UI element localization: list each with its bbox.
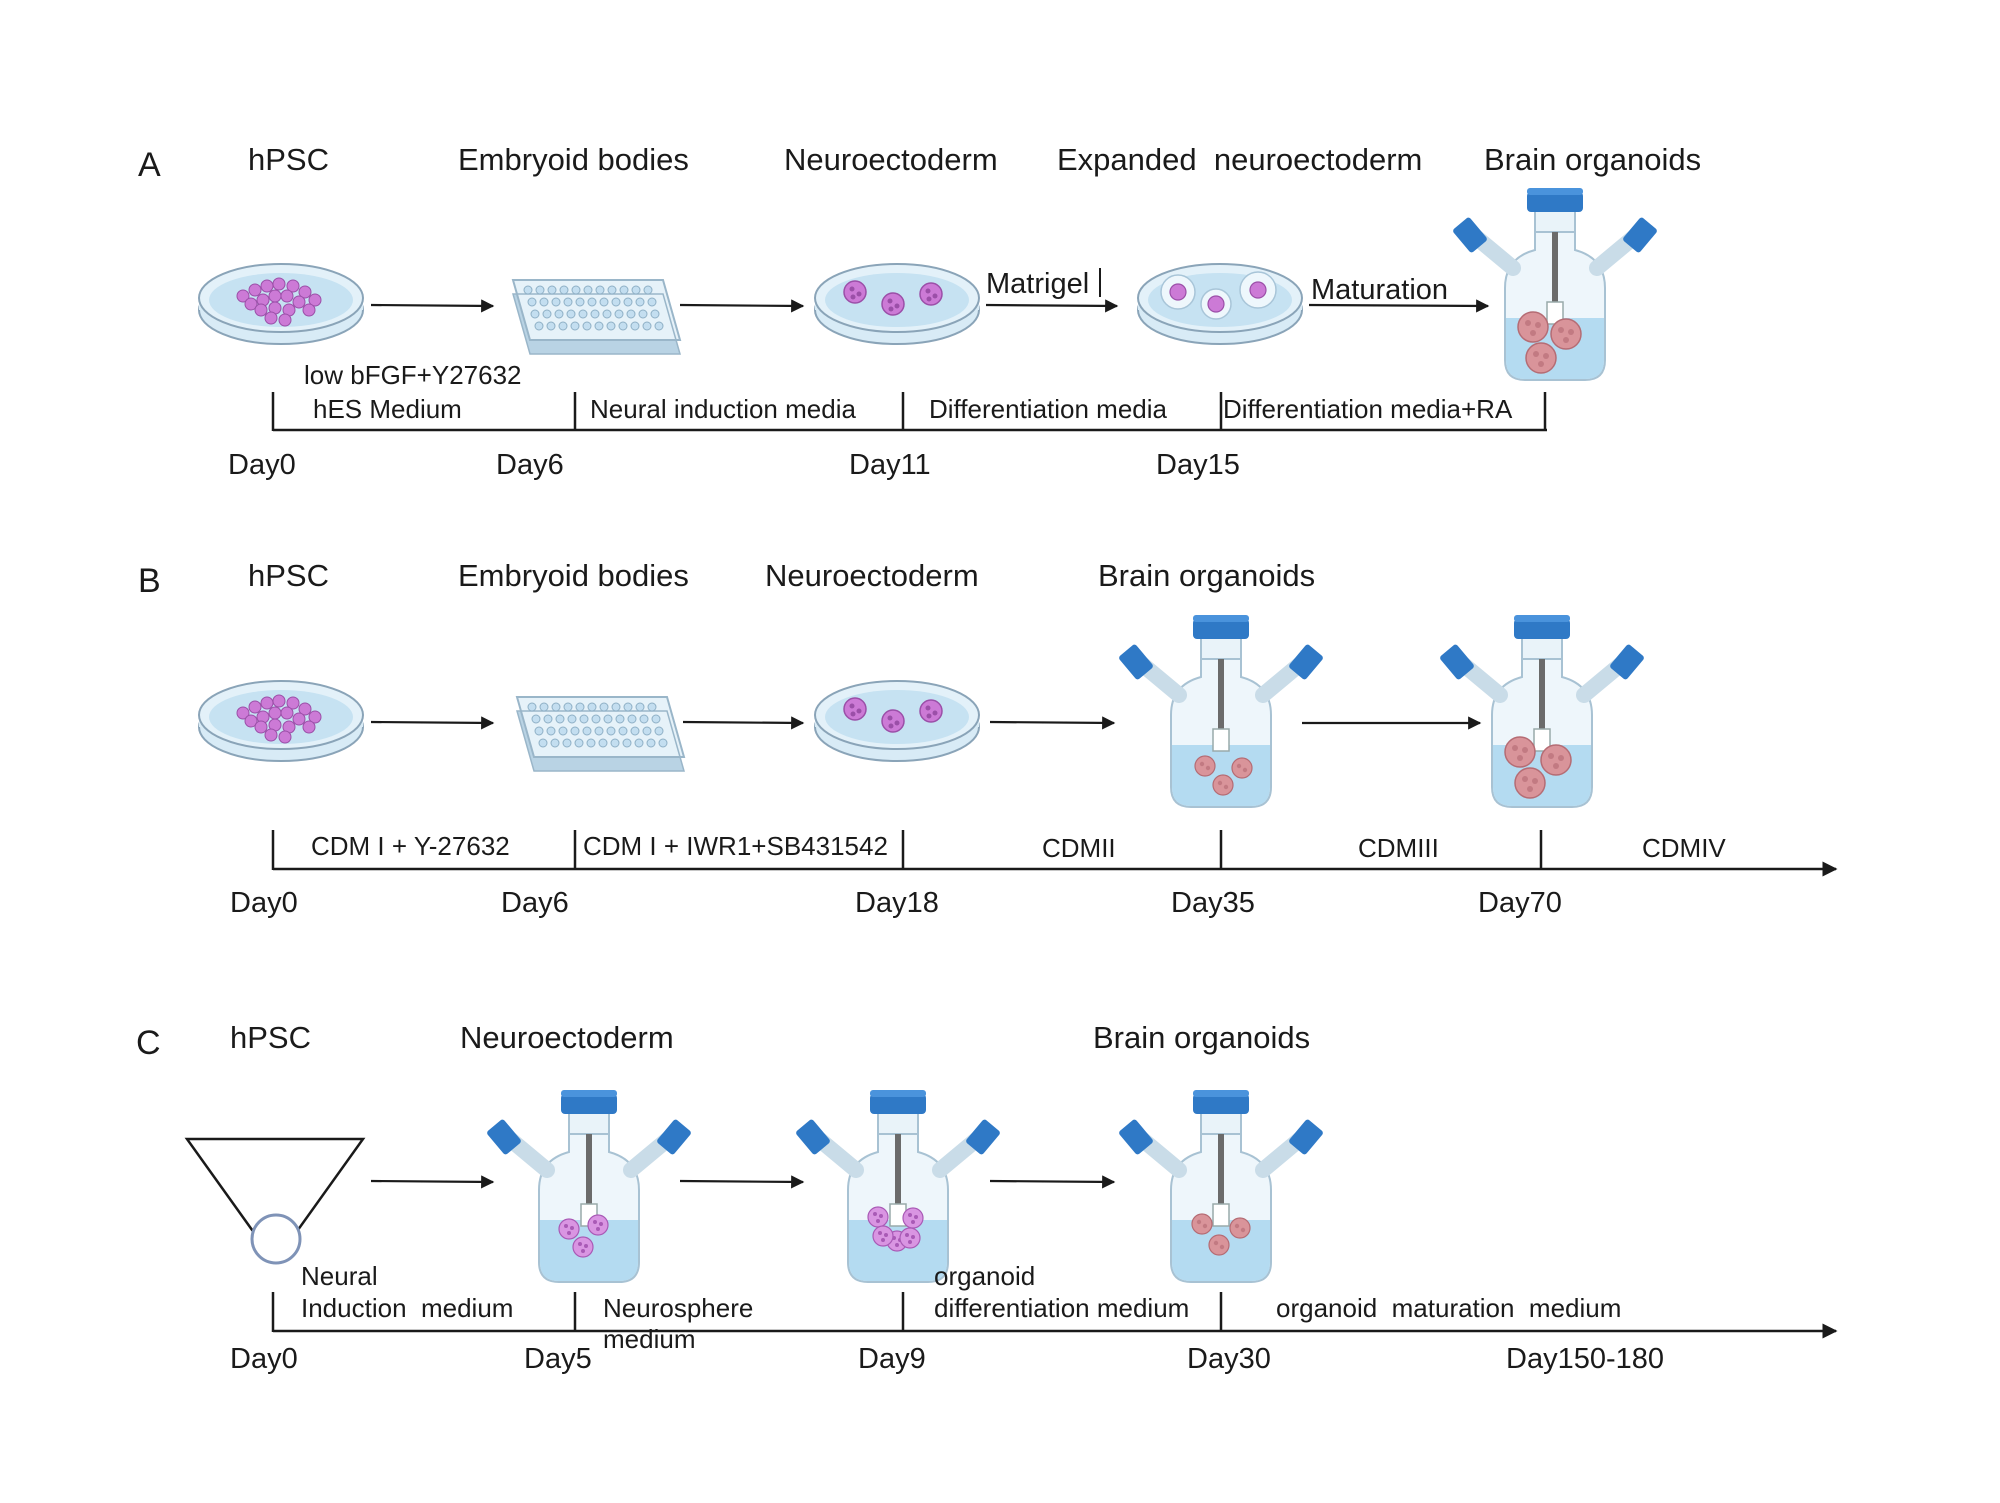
spinner-flask-icon (1118, 1090, 1324, 1282)
well-plate-icon (516, 696, 685, 772)
media-cdmiii: CDMIII (1358, 833, 1439, 863)
media-cdm-i-iwr1-sb431542: CDM I + IWR1+SB431542 (583, 831, 888, 861)
media-cdmii: CDMII (1042, 833, 1116, 863)
petri-dish-matrigel-icon (1137, 263, 1303, 345)
media-differentiation-ra: Differentiation media+RA (1223, 394, 1513, 424)
u-bottom-well-icon (184, 1137, 366, 1265)
spinner-flask-icon (795, 1090, 1001, 1282)
arrow (682, 716, 805, 730)
stage-title-hpsc: hPSC (230, 1020, 311, 1055)
stage-title-expanded-neuroectoderm: Expanded neuroectoderm (1057, 142, 1422, 177)
day-label: Day6 (496, 449, 564, 481)
media-differentiation: Differentiation media (929, 394, 1168, 424)
panel-b: B hPSC Embryoid bodies Neuroectoderm Bra… (138, 558, 1838, 919)
timeline-c (271, 1292, 1838, 1339)
media-organoid: organoid (934, 1261, 1035, 1291)
stage-title-brain-organoids: Brain organoids (1093, 1020, 1310, 1055)
day-label: Day9 (858, 1343, 926, 1375)
stage-title-neuroectoderm: Neuroectoderm (460, 1020, 674, 1055)
panel-letter-b: B (138, 562, 161, 600)
media-low-bfgf-y27632: low bFGF+Y27632 (304, 360, 522, 390)
stage-title-brain-organoids: Brain organoids (1484, 142, 1701, 177)
stage-title-neuroectoderm: Neuroectoderm (765, 558, 979, 593)
media-neural-induction: Neural induction media (590, 394, 856, 424)
panel-c: C hPSC Neuroectoderm Brain organoids (136, 1020, 1838, 1375)
petri-dish-hpsc-icon (198, 263, 364, 345)
arrow (679, 1175, 805, 1189)
media-organoid-maturation: organoid maturation medium (1276, 1293, 1621, 1323)
arrow (679, 299, 805, 313)
media-neurosphere-medium: medium (603, 1324, 695, 1354)
spinner-flask-icon (1439, 615, 1645, 807)
panel-letter-c: C (136, 1024, 161, 1062)
day-label: Day0 (230, 1343, 298, 1375)
spinner-flask-icon (1118, 615, 1324, 807)
day-label: Day15 (1156, 449, 1240, 481)
arrow-label-matrigel: Matrigel (986, 268, 1089, 300)
day-label: Day35 (1171, 887, 1255, 919)
media-cdmiv: CDMIV (1642, 833, 1726, 863)
media-neural: Neural (301, 1261, 378, 1291)
panel-a: A hPSC Embryoid bodies Neuroectoderm Exp… (138, 142, 1701, 481)
day-label: Day70 (1478, 887, 1562, 919)
day-label: Day30 (1187, 1343, 1271, 1375)
stage-title-embryoid-bodies: Embryoid bodies (458, 558, 689, 593)
spinner-flask-icon (1452, 188, 1658, 380)
well-plate-icon (512, 279, 681, 355)
day-label: Day0 (228, 449, 296, 481)
arrow-label-maturation: Maturation (1311, 274, 1448, 306)
arrow-maturation (1308, 299, 1490, 313)
petri-dish-neuroectoderm-icon (814, 680, 980, 762)
arrow (370, 1175, 495, 1189)
arrow (989, 1175, 1116, 1189)
day-label: Day18 (855, 887, 939, 919)
panel-letter-a: A (138, 146, 161, 184)
stage-title-brain-organoids: Brain organoids (1098, 558, 1315, 593)
timeline-a (271, 392, 1547, 432)
arrow-matrigel (985, 299, 1119, 313)
arrow (370, 299, 495, 313)
stage-title-hpsc: hPSC (248, 142, 329, 177)
media-neurosphere: Neurosphere (603, 1293, 753, 1323)
media-organoid-differentiation: differentiation medium (934, 1293, 1189, 1323)
petri-dish-hpsc-icon (198, 680, 364, 762)
media-hes-medium: hES Medium (313, 394, 462, 424)
media-induction-medium: Induction medium (301, 1293, 513, 1323)
stage-title-embryoid-bodies: Embryoid bodies (458, 142, 689, 177)
petri-dish-neuroectoderm-icon (814, 263, 980, 345)
day-label: Day0 (230, 887, 298, 919)
day-label: Day150-180 (1506, 1343, 1664, 1375)
arrow (989, 716, 1116, 730)
day-label: Day6 (501, 887, 569, 919)
timeline-b (271, 830, 1838, 877)
arrow (370, 716, 495, 730)
spinner-flask-icon (486, 1090, 692, 1282)
day-label: Day5 (524, 1343, 592, 1375)
media-cdm-i-y27632: CDM I + Y-27632 (311, 831, 510, 861)
day-label: Day11 (849, 449, 931, 481)
stage-title-neuroectoderm: Neuroectoderm (784, 142, 998, 177)
stage-title-hpsc: hPSC (248, 558, 329, 593)
